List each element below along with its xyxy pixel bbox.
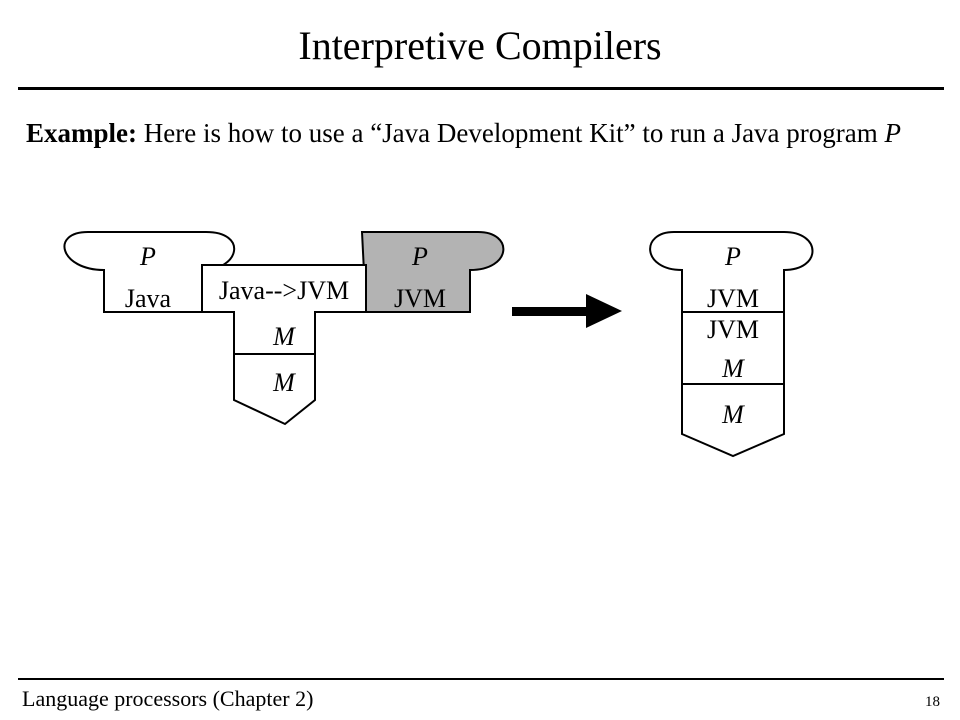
intro-lead: Example:	[26, 118, 137, 148]
interpreter-machine-label: M	[722, 354, 744, 383]
compiler-machine-label: M	[273, 322, 295, 351]
program-jvm-output-shape	[360, 231, 505, 313]
right-machine-label: M	[722, 400, 744, 429]
slide-title: Interpretive Compilers	[298, 23, 662, 68]
footer-course: Language processors (Chapter 2)	[22, 686, 314, 711]
intro-text: Example: Here is how to use a “Java Deve…	[26, 113, 926, 153]
right-program-language: JVM	[706, 284, 760, 313]
machine-left-shape	[233, 353, 316, 426]
intro-body: Here is how to use a “Java Development K…	[137, 118, 885, 148]
interpreter-label: JVM	[706, 315, 760, 344]
left-machine-label: M	[273, 368, 295, 397]
output-program-language: JVM	[393, 284, 447, 313]
machine-right-shape	[681, 383, 785, 458]
arrow-icon	[512, 294, 622, 328]
left-program-name: P	[140, 242, 156, 271]
intro-program: P	[884, 118, 902, 148]
output-program-name: P	[412, 242, 428, 271]
right-program-name: P	[725, 242, 741, 271]
title-divider	[18, 87, 944, 90]
program-java-shape	[63, 231, 236, 313]
left-program-language: Java	[124, 284, 172, 313]
interpreter-shape	[681, 311, 785, 385]
page-number: 18	[925, 694, 940, 710]
footer-divider	[18, 678, 944, 680]
compiler-label: Java-->JVM	[218, 276, 350, 305]
